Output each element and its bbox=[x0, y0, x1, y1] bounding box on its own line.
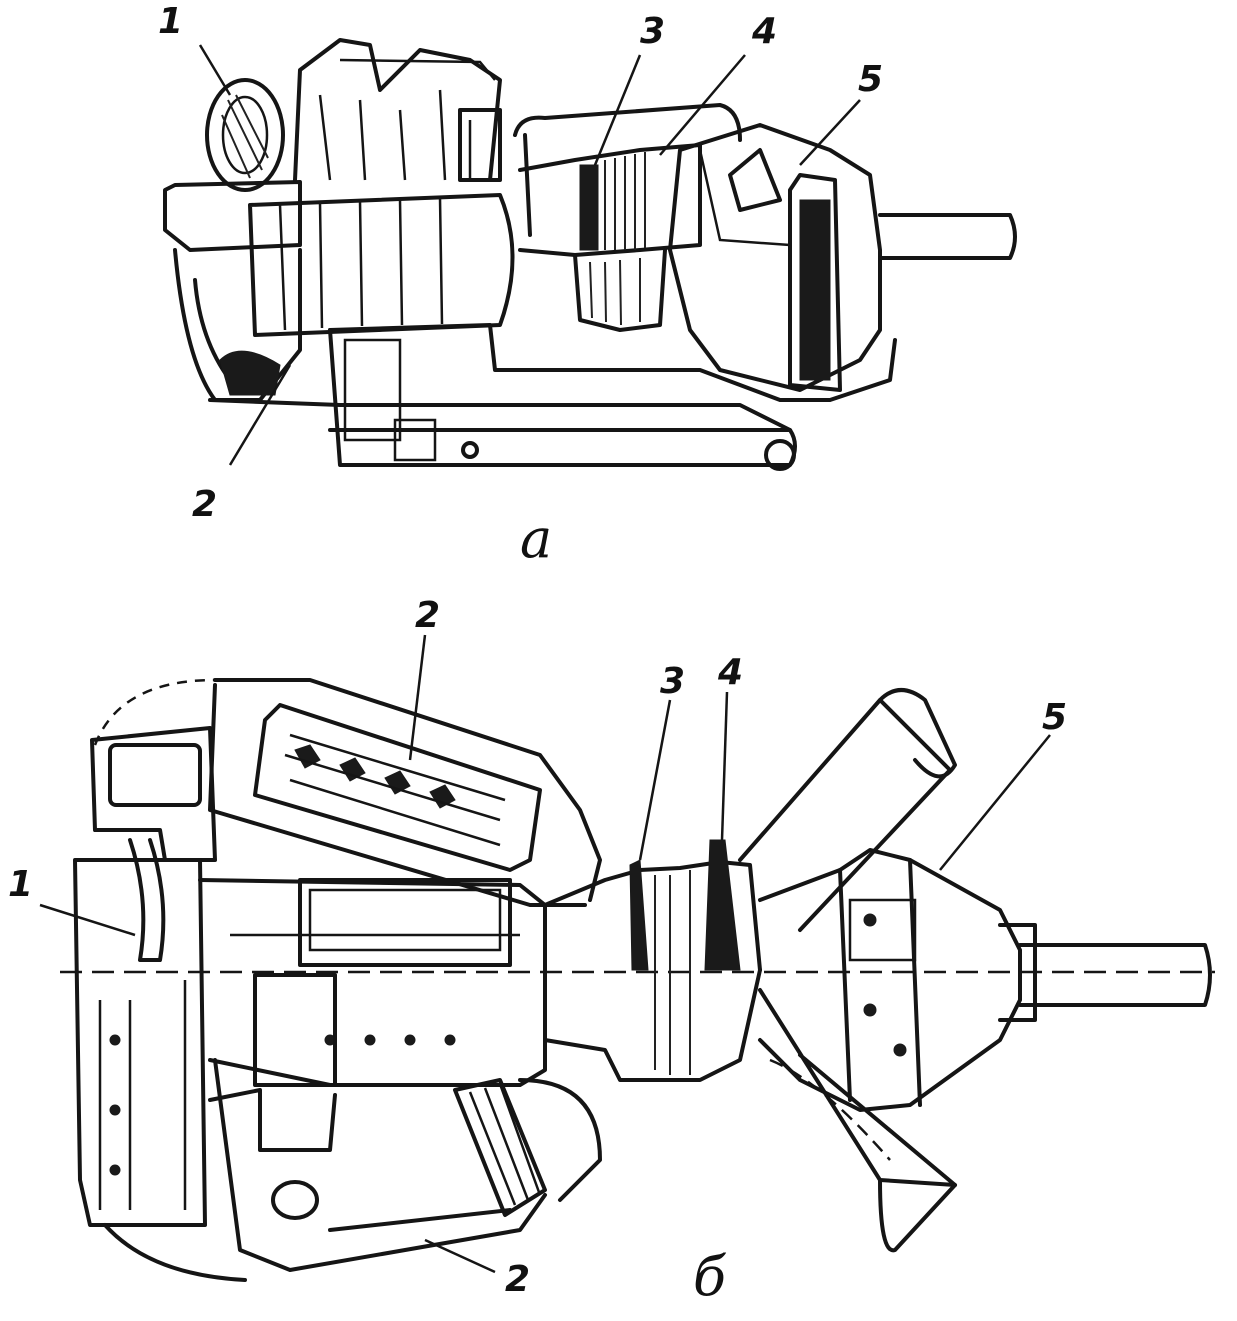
view-b-label-3: 3 bbox=[660, 661, 686, 702]
view-b-label-2-top: 2 bbox=[415, 595, 441, 636]
view-b-label-4: 4 bbox=[718, 652, 744, 693]
view-b-label-5: 5 bbox=[1042, 697, 1068, 738]
view-b-engine-section bbox=[39, 634, 1215, 1282]
view-a-label-3: 3 bbox=[640, 11, 666, 52]
view-a-label-5: 5 bbox=[858, 59, 884, 100]
view-a-label-2: 2 bbox=[192, 484, 218, 525]
view-b-caption: б bbox=[693, 1245, 726, 1308]
view-a-caption: а bbox=[520, 507, 553, 570]
view-a-engine-drawing bbox=[163, 38, 1017, 471]
view-a-label-4: 4 bbox=[752, 11, 778, 52]
view-b-label-1: 1 bbox=[8, 864, 34, 905]
view-a-label-1: 1 bbox=[158, 1, 184, 42]
view-b-label-2-bottom: 2 bbox=[505, 1259, 531, 1300]
